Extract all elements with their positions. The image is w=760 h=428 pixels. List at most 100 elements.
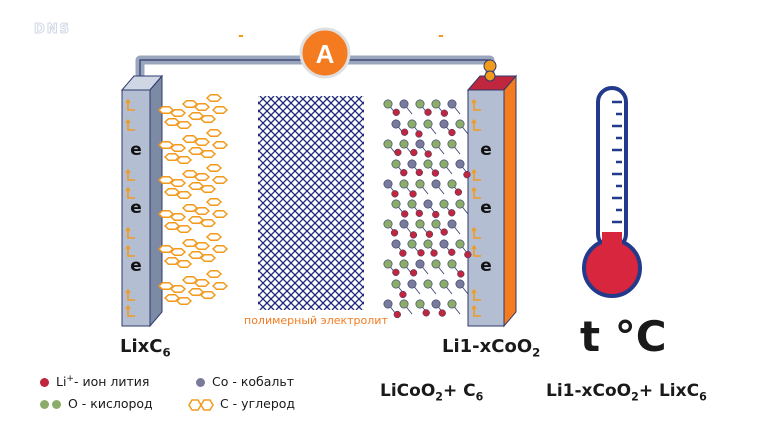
mesh-line [267, 96, 364, 193]
lithium-ion [392, 108, 400, 116]
graphite-hexagon [187, 287, 205, 297]
graphite-hexagon [181, 238, 199, 248]
graphite-hexagon [175, 224, 193, 234]
cobalt-atom [399, 99, 409, 109]
graphite-hexagon [211, 140, 229, 150]
lithium-ion [399, 290, 407, 299]
graphite-hexagon [181, 99, 199, 109]
oxygen-atom [431, 259, 441, 269]
mesh-line [548, 96, 760, 310]
cathode-electrode [466, 74, 518, 328]
oxygen-atom [415, 299, 425, 309]
cobalt-atom [391, 239, 401, 249]
graphite-hexagon [187, 111, 205, 121]
graphite-hexagon [205, 269, 223, 279]
graphite-hexagon [181, 169, 199, 179]
mesh-line [258, 101, 364, 209]
oxygen-atom [399, 139, 409, 149]
cathode-electron-label: e [480, 198, 492, 218]
mesh-line [258, 221, 347, 310]
cobalt-atom [423, 199, 433, 209]
current-arrow-icon [127, 306, 135, 317]
graphite-hexagon [157, 209, 175, 219]
mesh-line [299, 96, 364, 161]
oxygen-atom [407, 119, 417, 129]
current-arrow-icon [127, 120, 135, 131]
graphite-hexagon [211, 105, 229, 115]
graphite-hexagon [163, 293, 181, 303]
lithium-ion [400, 169, 408, 177]
lithium-ion [417, 249, 425, 257]
legend-carbon: C - углерод [186, 396, 295, 411]
legend-li-text: - ион лития [73, 374, 150, 390]
graphite-layers [157, 93, 229, 306]
current-arrow-icon [473, 100, 481, 111]
cobalt-atom [439, 119, 449, 129]
current-arrow-icon [471, 288, 477, 294]
oxygen-atom [391, 159, 401, 169]
current-arrow-icon [125, 186, 131, 192]
oxygen-atom [415, 99, 425, 109]
mesh-line [258, 96, 339, 177]
oxygen-atom [399, 259, 409, 269]
graphite-hexagon [163, 152, 181, 162]
graphite-hexagon [199, 218, 217, 228]
graphite-hexagon [205, 232, 223, 242]
legend-oxygen-text: O - кислород [67, 396, 153, 411]
mesh-line [315, 96, 364, 145]
lithium-ion [463, 171, 471, 179]
polymer-separator [258, 96, 760, 310]
eq-right-a: Li1-xCoO [546, 381, 632, 401]
lithium-ion [392, 268, 400, 277]
mesh-line [258, 117, 364, 225]
mesh-line [291, 237, 364, 310]
oxygen-atom [383, 99, 393, 109]
graphite-hexagon [175, 296, 193, 306]
oxygen-atom [439, 199, 449, 209]
graphite-hexagon [193, 278, 211, 288]
graphite-hexagon [211, 209, 229, 219]
graphite-hexagon [175, 190, 193, 200]
oxygen-atom [447, 179, 457, 189]
oxygen-icon [40, 400, 49, 409]
lithium-ion [415, 130, 423, 138]
lithium-ion [400, 128, 409, 136]
mesh-line [275, 221, 364, 310]
lithium-ion [401, 210, 409, 218]
legend-cobalt-text: Co - кобальт [211, 374, 295, 389]
graphite-hexagon [163, 117, 181, 127]
mesh-line [307, 253, 364, 310]
graphite-hexagon [175, 120, 193, 130]
lithium-ion [440, 109, 449, 117]
cobalt-atom [455, 279, 465, 289]
graphite-hexagon [163, 221, 181, 231]
graphite-hexagon [199, 114, 217, 124]
eq-right-b: + LixC [638, 381, 700, 401]
oxygen-atom [439, 159, 449, 169]
graphite-hexagon [157, 105, 175, 115]
cobalt-atom [447, 99, 457, 109]
mesh-line [307, 96, 364, 153]
graphite-hexagon [193, 241, 211, 251]
mesh-line [258, 109, 364, 217]
mesh-line [283, 229, 364, 310]
anode-electron-label: e [130, 256, 142, 276]
mesh-line [258, 96, 323, 161]
graphite-hexagon [163, 187, 181, 197]
mesh-line [323, 96, 364, 137]
anode-formula-sub: 6 [162, 345, 171, 360]
graphite-hexagon [175, 155, 193, 165]
oxygen-atom [431, 139, 441, 149]
oxygen-atom [439, 279, 449, 289]
mesh-line [315, 261, 364, 310]
lithium-ion [438, 309, 446, 317]
lithium-ion [431, 169, 440, 177]
graphite-hexagon [157, 140, 175, 150]
mesh-line [258, 96, 307, 145]
cobalt-atom [431, 179, 441, 189]
mesh-line [283, 96, 364, 177]
mesh-line [258, 293, 275, 310]
cobalt-atom [407, 159, 417, 169]
